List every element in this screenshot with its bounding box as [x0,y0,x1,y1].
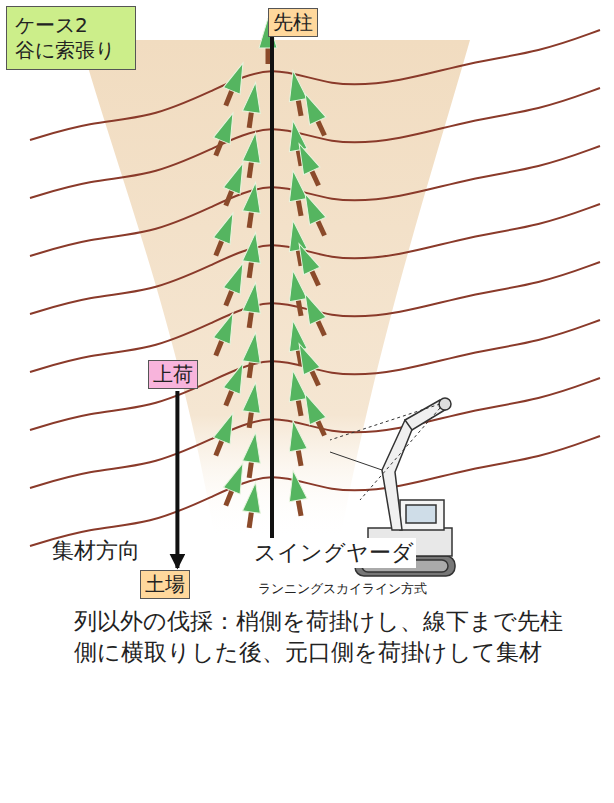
box-text: 上荷 [153,362,193,387]
tree [240,131,264,179]
tree [297,190,333,239]
contour-line [30,262,600,372]
label-box: 上荷 [148,360,198,389]
caption: 列以外の伐採：梢側を荷掛けし、線下まで先柱側に横取りした後、元口側を荷掛けして集… [74,606,582,668]
tree [240,281,264,329]
tree [207,410,241,459]
tree [240,381,264,429]
contour-line [30,378,600,488]
tree [297,290,333,339]
tree [207,210,241,259]
contour-line [30,436,600,546]
flow-arrow [175,391,179,568]
tree [284,69,310,117]
tree [240,331,264,379]
tree [240,431,264,479]
tree [284,269,310,317]
figure-label: スイングヤーダ [252,538,416,568]
tree [284,369,310,417]
tree [207,310,241,359]
contour-line [30,320,600,430]
tree [284,169,310,217]
label-box: ケース2 谷に索張り [6,6,136,70]
figure-label: ランニングスカイライン方式 [256,580,429,598]
tree [284,469,310,517]
box-text: 土場 [145,572,185,597]
tree [284,419,310,467]
tree [207,110,241,159]
tree [240,481,264,529]
box-text: ケース2 谷に索張り [15,13,127,63]
tree [240,231,264,279]
tree [297,90,333,139]
box-text: 先柱 [273,10,313,35]
tree [240,181,264,229]
tree [297,390,333,439]
tree [240,81,264,129]
contour-line [30,88,600,198]
label-box: 先柱 [268,8,318,37]
skyline-cable [270,28,274,555]
label-box: 土場 [140,570,190,599]
figure-label: 集材方向 [52,536,140,566]
contour-lines [30,30,600,546]
